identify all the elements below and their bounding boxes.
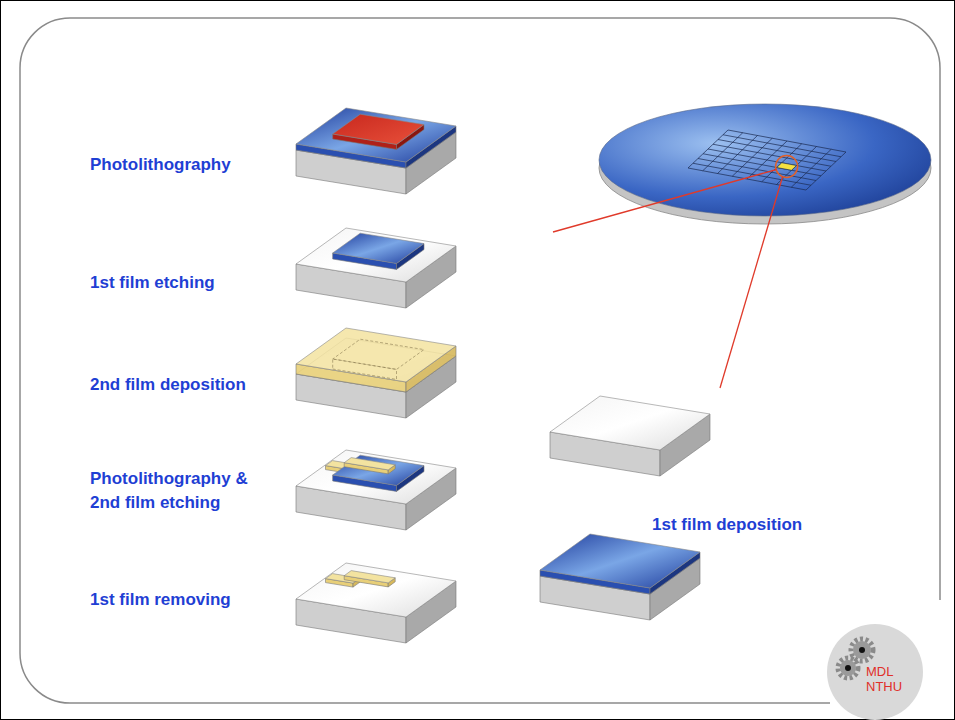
step-label: 1st film deposition xyxy=(652,513,852,537)
die-grid xyxy=(708,149,826,171)
substrate-slab xyxy=(296,328,456,418)
substrate-slab xyxy=(540,534,700,620)
wafer-surface xyxy=(599,104,931,216)
logo-mark: MDL NTHU xyxy=(866,664,916,696)
die-grid xyxy=(723,135,841,157)
photoresist xyxy=(333,114,424,144)
gear-hub xyxy=(845,665,851,671)
substrate xyxy=(296,563,456,617)
hidden-patch-outline xyxy=(333,359,397,379)
die-grid xyxy=(728,130,846,152)
suspended-bridge xyxy=(344,571,395,583)
substrate-slab xyxy=(296,228,456,308)
first-film-patch xyxy=(333,233,424,263)
hidden-patch-outline xyxy=(333,339,424,369)
logo-disc xyxy=(827,624,923,720)
gear xyxy=(840,660,856,676)
substrate xyxy=(296,450,456,504)
logo-text: MDL NTHU xyxy=(866,664,916,694)
substrate xyxy=(296,228,456,282)
substrate-slab xyxy=(550,396,710,476)
die-grid xyxy=(718,140,836,162)
die-grid xyxy=(762,144,802,182)
wafer xyxy=(553,104,931,388)
step-label: 1st film etching xyxy=(90,271,290,295)
second-film xyxy=(296,328,456,382)
first-film xyxy=(296,108,456,162)
zoom-line xyxy=(553,170,777,233)
first-film-patch xyxy=(333,455,424,485)
first-film xyxy=(540,534,700,588)
second-film-strip xyxy=(344,458,395,470)
gear xyxy=(853,641,871,659)
gear-teeth xyxy=(838,658,858,678)
step-label: 2nd film deposition xyxy=(90,373,290,397)
step-label: Photolithography xyxy=(90,153,290,177)
substrate xyxy=(550,396,710,450)
logo xyxy=(827,624,923,720)
zoom-line xyxy=(720,177,783,389)
substrate-slab xyxy=(296,108,456,194)
substrate-slab xyxy=(296,563,456,643)
slide-frame xyxy=(20,18,940,703)
substrate-slab xyxy=(296,450,456,530)
die-grid xyxy=(713,144,831,166)
zoom-circle xyxy=(776,156,798,178)
step-label: 1st film removing xyxy=(90,588,290,612)
die-grid xyxy=(806,152,846,190)
step-label: Photolithography & 2nd film etching xyxy=(90,467,280,515)
selected-die xyxy=(777,163,797,171)
gear-hub xyxy=(859,647,865,653)
